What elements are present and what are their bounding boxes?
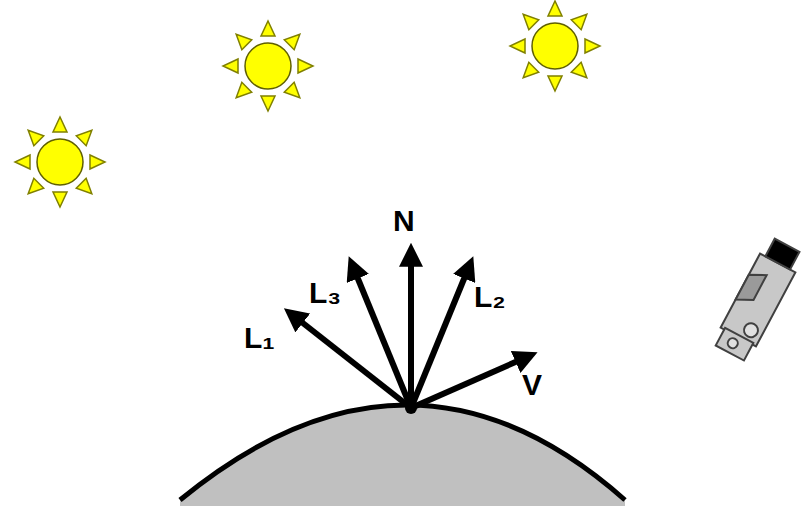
camera-icon (712, 236, 801, 362)
light-source (15, 117, 105, 207)
view-vector (411, 360, 520, 408)
light-label: L₃ (309, 278, 341, 308)
light-source (223, 21, 313, 111)
light-label: L₁ (244, 323, 275, 353)
light-vector (356, 274, 411, 408)
surface (180, 405, 625, 506)
light-source (510, 1, 600, 91)
normal-vector (408, 262, 414, 408)
surface-outline (180, 405, 625, 500)
light-label: L₂ (474, 282, 506, 312)
surface-point (405, 402, 417, 414)
vectors (299, 262, 520, 408)
normal-label: N (393, 206, 415, 236)
view-label: V (522, 370, 542, 400)
